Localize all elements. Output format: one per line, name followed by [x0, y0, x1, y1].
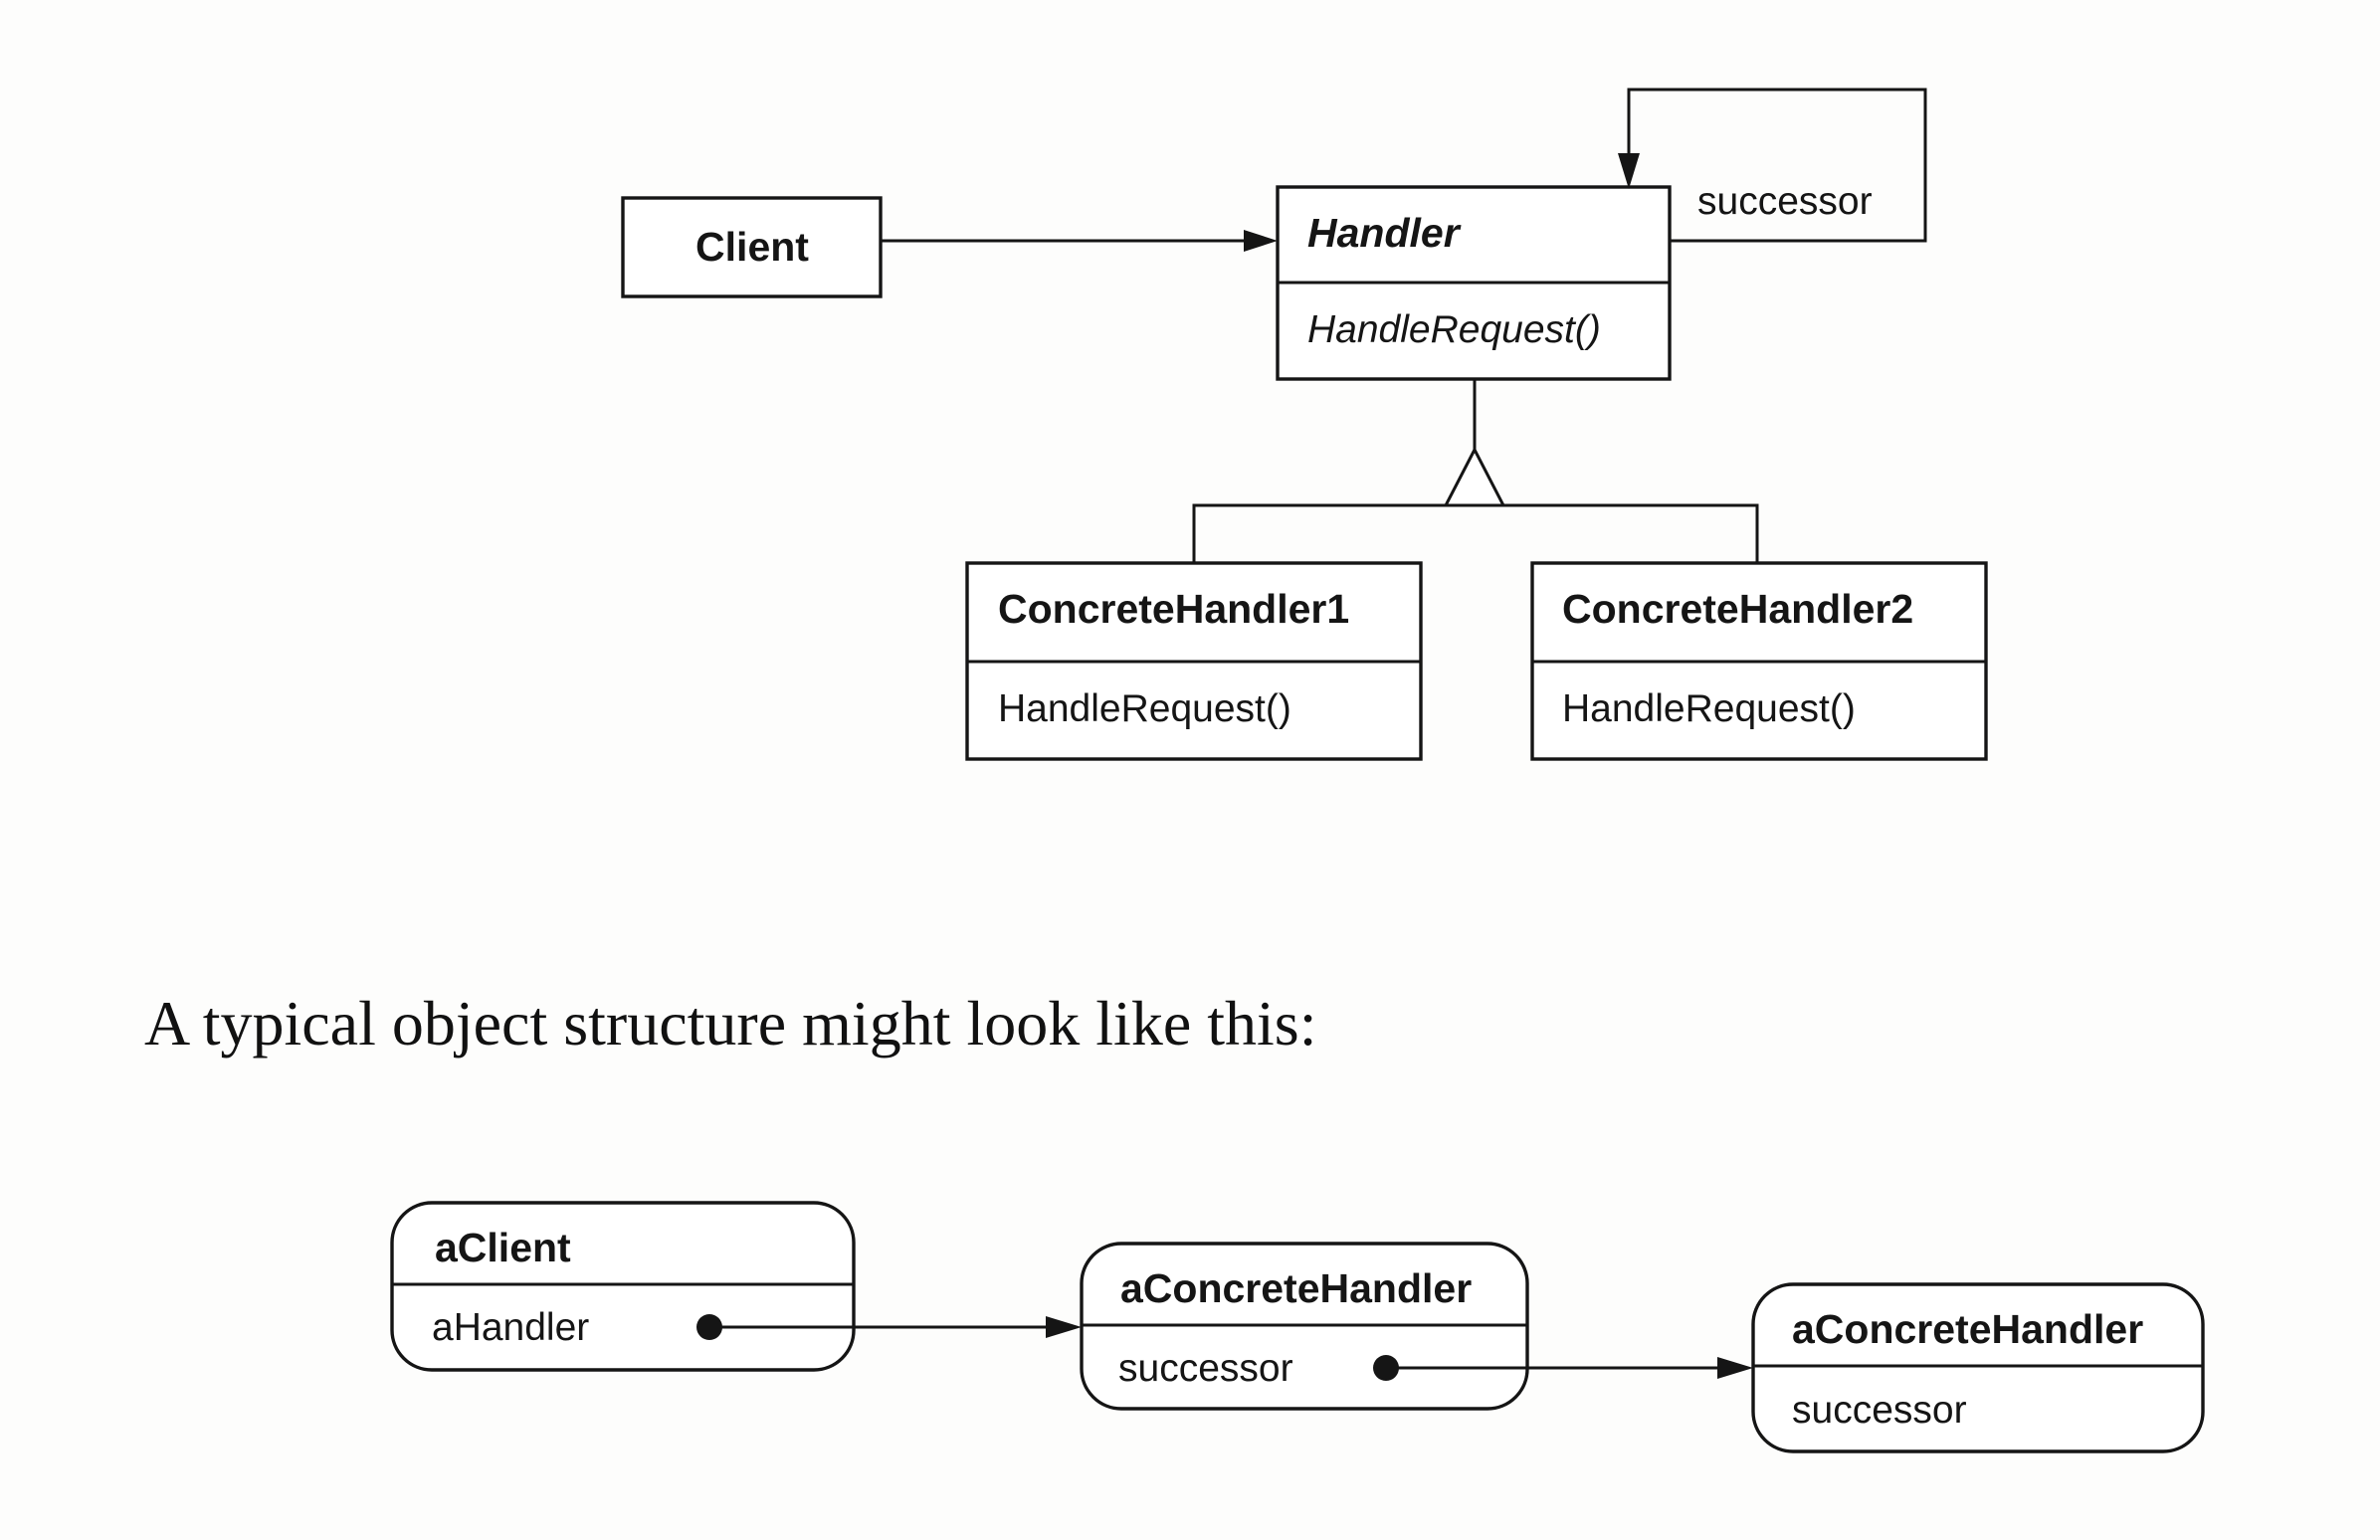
handler-class-name: Handler: [1307, 210, 1462, 256]
aclient-object-name: aClient: [435, 1225, 571, 1270]
aconcretehandler2-object-name: aConcreteHandler: [1792, 1306, 2143, 1352]
generalization-triangle: [1443, 446, 1506, 507]
aconcretehandler1-successor-field: successor: [1118, 1347, 1293, 1390]
client-class-name: Client: [695, 224, 809, 270]
aconcretehandler2-object: aConcreteHandler successor: [1751, 1282, 2205, 1453]
client-class-box: [621, 196, 883, 298]
successor-role-label: successor: [1697, 180, 1873, 223]
handler-class: Handler HandleRequest(): [1276, 185, 1672, 381]
concrete-handler2-operation: HandleRequest(): [1562, 687, 1856, 730]
concrete-handler1-operation: HandleRequest(): [998, 687, 1291, 730]
inheritance-connector: [1192, 379, 1759, 563]
successor-loop-arrowhead: [1618, 153, 1640, 189]
concrete-handler1-name: ConcreteHandler1: [998, 586, 1349, 632]
aconcretehandler1-object-name: aConcreteHandler: [1120, 1265, 1472, 1311]
successor-reference-arrowhead: [1717, 1357, 1753, 1379]
aconcretehandler2-object-box: [1751, 1282, 2205, 1453]
aclient-object: aClient aHandler: [390, 1201, 856, 1372]
successor-reference: [1386, 1357, 1753, 1379]
caption-text: A typical object structure might look li…: [144, 988, 1316, 1059]
handler-operation: HandleRequest(): [1307, 308, 1601, 351]
successor-self-association: successor: [1618, 88, 1927, 243]
ahandler-reference-arrowhead: [1046, 1316, 1082, 1338]
aconcretehandler1-object: aConcreteHandler successor: [1080, 1242, 1529, 1411]
concrete-handler2-class: ConcreteHandler2 HandleRequest(): [1530, 561, 1988, 761]
association-arrowhead: [1244, 230, 1278, 252]
client-handler-association: [881, 230, 1278, 252]
client-class: Client: [621, 196, 883, 298]
successor-loop-line: [1627, 88, 1927, 243]
ahandler-reference: [709, 1316, 1082, 1338]
aclient-handler-field: aHandler: [432, 1306, 589, 1349]
concrete-handler1-class: ConcreteHandler1 HandleRequest(): [965, 561, 1423, 761]
concrete-handler2-name: ConcreteHandler2: [1562, 586, 1913, 632]
inheritance-branch: [1192, 503, 1759, 563]
aconcretehandler2-successor-field: successor: [1792, 1389, 1967, 1432]
